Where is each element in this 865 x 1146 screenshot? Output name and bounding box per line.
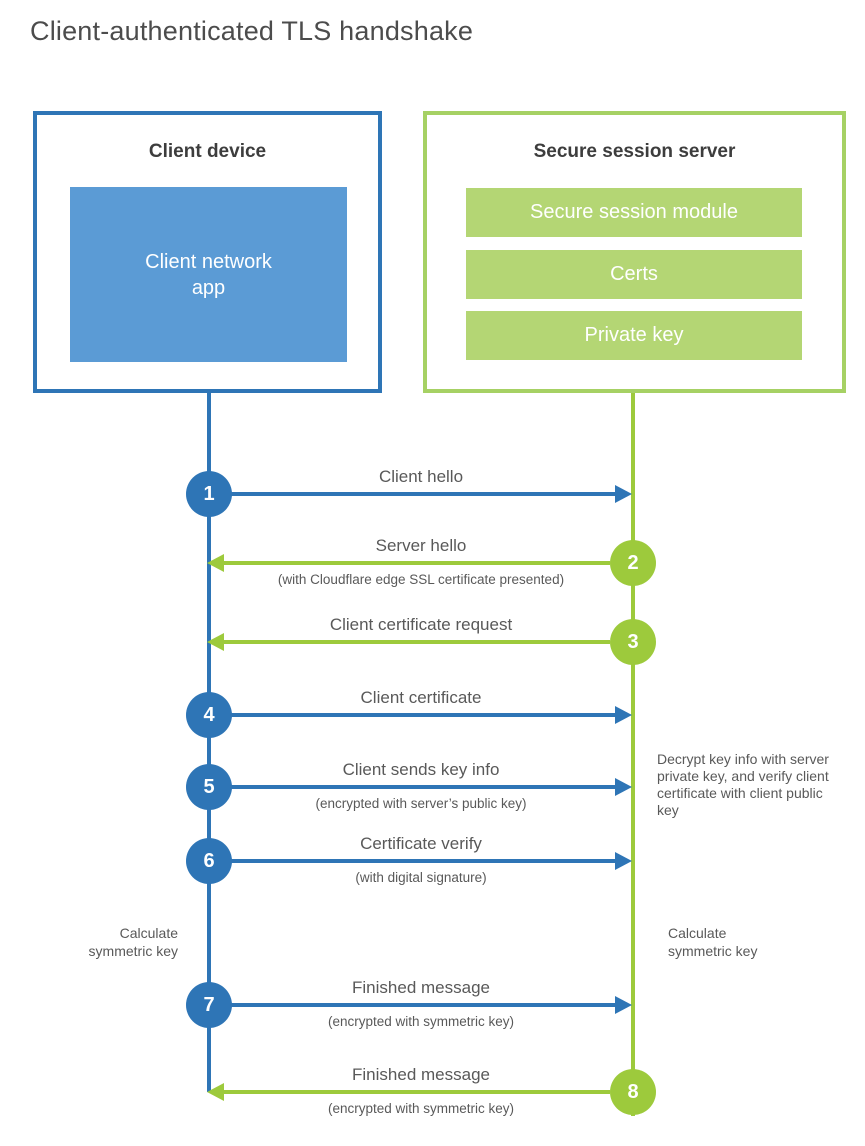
step-7-number: 7 — [203, 993, 215, 1016]
client-lifeline — [207, 393, 211, 1092]
client-device-box: Client device Client network app — [33, 111, 382, 393]
step-2-arrow-line — [224, 561, 610, 565]
step-3-label: Client certificate request — [329, 615, 513, 634]
server-module-private-key: Private key — [466, 311, 802, 360]
step-6-number: 6 — [203, 849, 215, 872]
step-6-badge: 6 — [186, 838, 232, 884]
step-4-number: 4 — [203, 703, 215, 726]
step-8-number: 8 — [627, 1080, 639, 1103]
step-8-badge: 8 — [610, 1069, 656, 1115]
step-7-label: Finished message — [352, 978, 490, 997]
step-5-badge: 5 — [186, 764, 232, 810]
step-3-badge: 3 — [610, 619, 656, 665]
step-7-sublabel: (encrypted with symmetric key) — [327, 1014, 515, 1029]
server-calculate-symmetric-key-note: Calculate symmetric key — [668, 925, 758, 959]
server-module-certs: Certs — [466, 250, 802, 299]
client-device-title: Client device — [148, 141, 267, 162]
server-decrypt-key-info-note: Decrypt key info with server private key… — [657, 751, 829, 819]
client-network-app-box: Client network app — [70, 187, 347, 362]
step-1-number: 1 — [203, 482, 215, 505]
step-8-label: Finished message — [352, 1065, 490, 1084]
step-4-arrow-line — [231, 713, 616, 717]
page-title: Client-authenticated TLS handshake — [30, 16, 474, 46]
server-lifeline — [631, 393, 635, 1116]
step-7-badge: 7 — [186, 982, 232, 1028]
step-1-arrow-line — [231, 492, 616, 496]
step-5-arrow-line — [231, 785, 616, 789]
server-module-secure-session-module: Secure session module — [466, 188, 802, 237]
step-8-sublabel: (encrypted with symmetric key) — [327, 1101, 515, 1116]
step-5-number: 5 — [203, 775, 215, 798]
step-7-arrow-line — [231, 1003, 616, 1007]
step-4-badge: 4 — [186, 692, 232, 738]
step-4-label: Client certificate — [360, 688, 482, 707]
step-2-arrowhead-left-icon — [207, 554, 224, 572]
step-6-arrowhead-right-icon — [615, 852, 632, 870]
step-8-arrow-line — [224, 1090, 610, 1094]
step-2-sublabel: (with Cloudflare edge SSL certificate pr… — [277, 572, 565, 587]
step-5-label: Client sends key info — [342, 760, 500, 779]
step-2-label: Server hello — [375, 536, 467, 555]
step-7-arrowhead-right-icon — [615, 996, 632, 1014]
step-3-number: 3 — [627, 630, 639, 653]
step-6-label: Certificate verify — [360, 834, 482, 853]
secure-session-server-box: Secure session server Secure session mod… — [423, 111, 846, 393]
step-2-number: 2 — [627, 551, 639, 574]
step-6-arrow-line — [231, 859, 616, 863]
step-2-badge: 2 — [610, 540, 656, 586]
step-1-arrowhead-right-icon — [615, 485, 632, 503]
step-3-arrow-line — [224, 640, 610, 644]
secure-session-server-title: Secure session server — [533, 141, 736, 162]
step-5-arrowhead-right-icon — [615, 778, 632, 796]
step-1-badge: 1 — [186, 471, 232, 517]
step-8-arrowhead-left-icon — [207, 1083, 224, 1101]
step-4-arrowhead-right-icon — [615, 706, 632, 724]
step-5-sublabel: (encrypted with server’s public key) — [315, 796, 527, 811]
step-6-sublabel: (with digital signature) — [355, 870, 487, 885]
client-calculate-symmetric-key-note: Calculate symmetric key — [88, 925, 178, 959]
step-3-arrowhead-left-icon — [207, 633, 224, 651]
step-1-label: Client hello — [378, 467, 464, 486]
